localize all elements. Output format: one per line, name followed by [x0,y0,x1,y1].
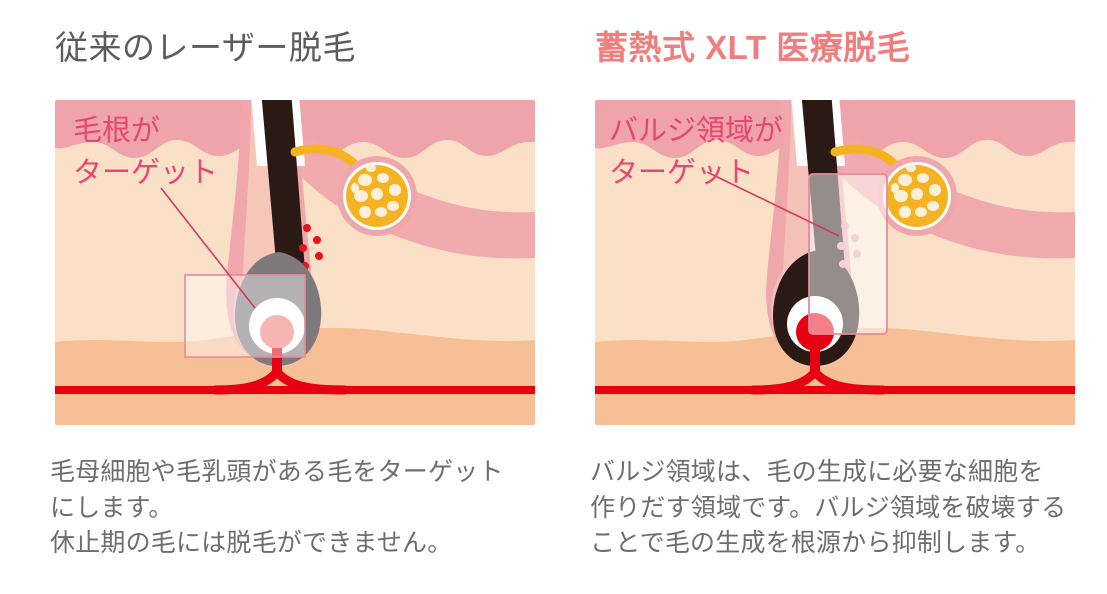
hair-shaft [261,100,307,296]
callout-label-right-line1: バルジ領域が [609,114,783,147]
target-highlight-fill [185,275,305,357]
dermal-papilla [260,315,294,349]
papilla-vessel-left [748,367,820,395]
subcutaneous-layer [55,327,535,425]
caption-left: 毛母細胞や毛乳頭がある毛をターゲット にします。 休止期の毛には脱毛ができません… [50,458,504,557]
papilla-vessel-right [272,367,350,395]
target-highlight-fill [809,174,887,334]
callout-label-left-line1: 毛根が [73,114,160,147]
target-highlight-box [808,173,888,335]
panel-conventional-laser: 従来のレーザー脱毛 [0,0,540,594]
papilla-vessel-right [810,367,888,395]
blood-vessel-main [595,386,1075,394]
callout-label-right-line2: ターゲット [609,157,754,189]
skin-diagram-left: 毛根が ターゲット [55,100,535,425]
epidermis-layer-left [55,100,261,158]
panel-title-left: 従来のレーザー脱毛 [55,29,356,66]
callout-leader-line [706,171,840,237]
subcutaneous-layer [595,327,1075,425]
papilla-vessel-left [210,367,282,395]
skin-diagram-right: バルジ領域が ターゲット [595,100,1075,425]
sebaceous-gland [886,164,948,227]
panel-title-right: 蓄熱式 XLT 医療脱毛 [595,29,911,66]
epidermis-layer-left [595,100,801,158]
caption-right: バルジ領域は、毛の生成に必要な細胞を 作りだす領域です。バルジ領域を破壊する こ… [590,458,1067,557]
panel-xlt-thermal: 蓄熱式 XLT 医療脱毛 [540,0,1080,594]
sebaceous-gland [346,164,408,227]
blood-vessel-main [55,386,535,394]
callout-leader-line [160,187,256,309]
callout-label-left-line2: ターゲット [73,157,218,189]
target-highlight-box [184,274,306,358]
